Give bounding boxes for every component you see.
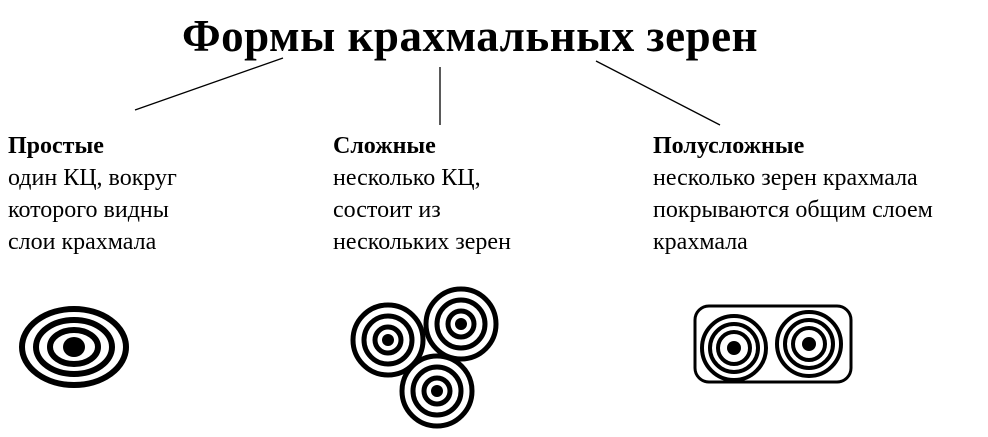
text-clip-band <box>0 255 988 267</box>
semi-complex-grain-icon <box>693 304 853 384</box>
category-description-line: несколько зерен крахмала <box>653 165 918 191</box>
category-description-line: крахмала <box>653 229 748 255</box>
category-description-line: слои крахмала <box>8 229 157 255</box>
semi-subgrain-right <box>775 310 843 378</box>
category-description-line: нескольких зерен <box>333 229 511 255</box>
complex-subgrain-left <box>350 302 426 378</box>
category-description-line: покрываются общим слоем <box>653 197 933 223</box>
complex-subgrain-right <box>423 286 499 362</box>
category-complex: Сложные несколько КЦ, состоит из несколь… <box>333 130 511 258</box>
category-title: Сложные <box>333 133 436 159</box>
page-title: Формы крахмальных зерен <box>181 11 759 61</box>
connector-semi <box>595 60 721 126</box>
category-semi: Полусложные несколько зерен крахмала пок… <box>653 130 933 258</box>
category-title: Простые <box>8 133 104 159</box>
category-simple: Простые один КЦ, вокруг которого видны с… <box>8 130 177 258</box>
category-description-line: состоит из <box>333 197 441 223</box>
complex-grain-icon <box>350 286 499 429</box>
category-description-line: несколько КЦ, <box>333 165 481 191</box>
category-description-line: один КЦ, вокруг <box>8 165 177 191</box>
complex-subgrain-bottom <box>399 353 475 429</box>
connector-simple <box>134 57 284 111</box>
semi-subgrain-left <box>700 314 768 382</box>
category-description-line: которого видны <box>8 197 169 223</box>
simple-grain-icon <box>19 306 129 388</box>
category-title: Полусложные <box>653 133 805 159</box>
